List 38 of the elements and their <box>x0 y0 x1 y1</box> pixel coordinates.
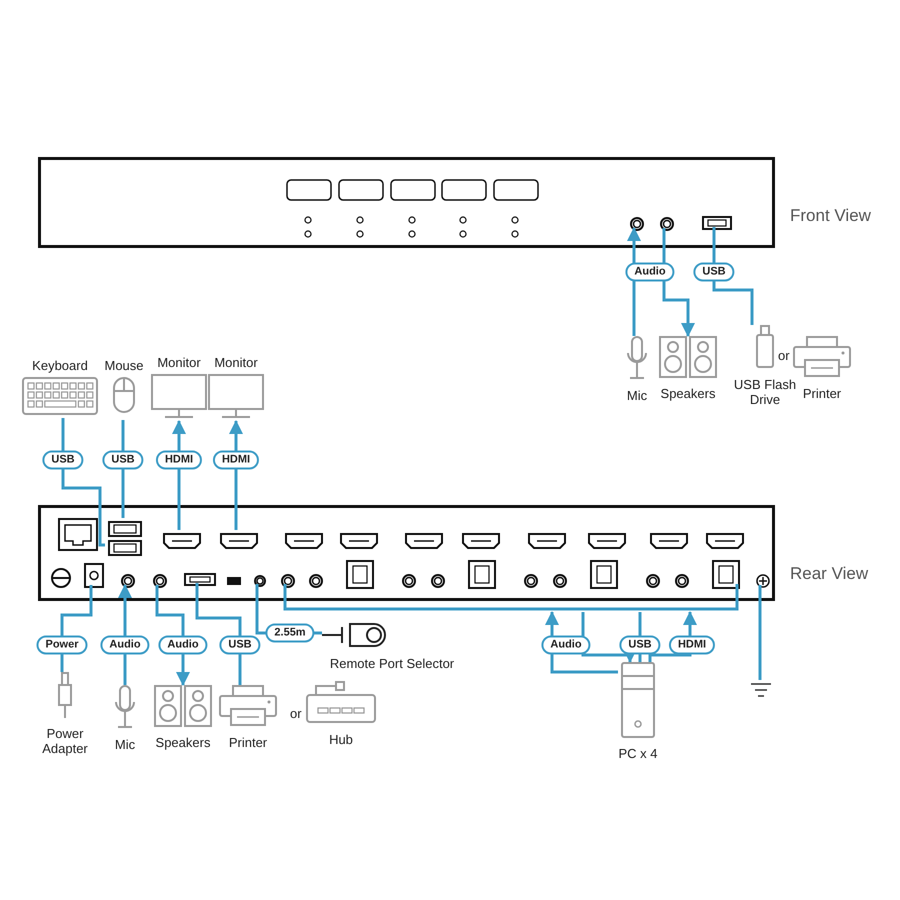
panel-title: Front View <box>790 205 871 226</box>
edge-label: HDMI <box>668 636 716 654</box>
edge-label: Audio <box>541 636 591 654</box>
note-text: or <box>290 706 302 721</box>
panel-title: Rear View <box>790 563 868 584</box>
device-label: Mouse <box>104 358 144 373</box>
device-label: Printer <box>802 386 842 401</box>
edge-label: USB <box>42 450 84 470</box>
device-label: Monitor <box>214 355 258 370</box>
cable-line <box>62 418 105 546</box>
cable-arrow <box>662 228 695 337</box>
device-label: Speakers <box>156 735 210 750</box>
device-label: Monitor <box>157 355 201 370</box>
device-label: PC x 4 <box>618 746 658 761</box>
edge-label: Audio <box>100 636 150 654</box>
device-label: Hub <box>329 732 353 747</box>
device-label: Power Adapter <box>41 726 89 756</box>
edge-label: Audio <box>158 636 208 654</box>
cable-line <box>712 227 754 325</box>
edge-label: USB <box>619 636 661 654</box>
edge-label: HDMI <box>156 450 202 470</box>
edge-label: USB <box>102 450 144 470</box>
edge-label: HDMI <box>212 450 260 470</box>
device-label: Remote Port Selector <box>330 656 454 671</box>
device-label: Speakers <box>660 386 716 401</box>
device-label: USB Flash Drive <box>732 377 798 407</box>
device-label: Mic <box>114 737 136 752</box>
edge-label: USB <box>219 636 261 654</box>
device-label: Keyboard <box>32 358 88 373</box>
edge-label: 2.55m <box>265 624 315 642</box>
cable-line <box>758 585 762 680</box>
edge-label: Power <box>36 636 88 654</box>
edge-label: USB <box>693 262 735 282</box>
device-label: Printer <box>228 735 268 750</box>
device-label: Mic <box>626 388 648 403</box>
cable-line <box>196 583 242 685</box>
edge-label: Audio <box>625 262 675 282</box>
note-text: or <box>778 348 790 363</box>
